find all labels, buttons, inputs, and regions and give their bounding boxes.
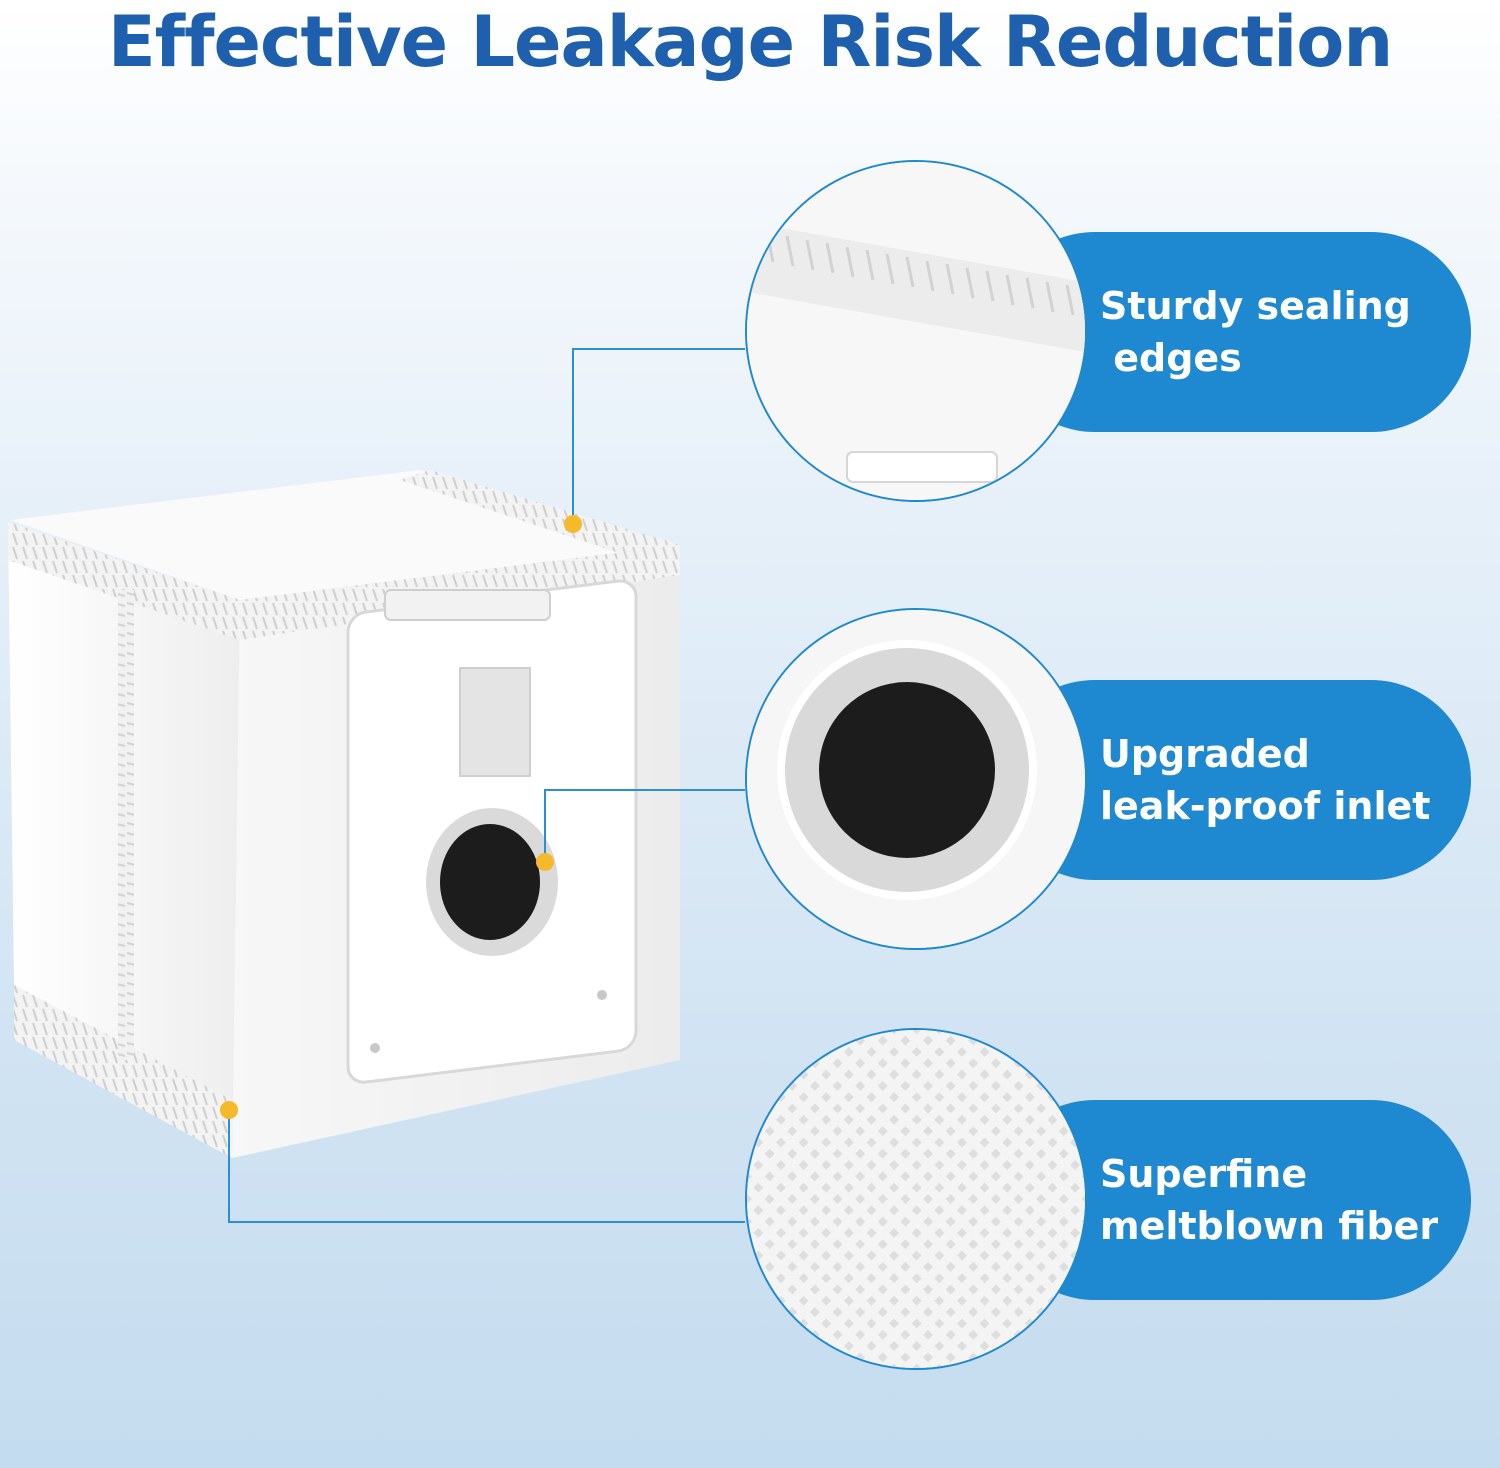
feature-label-line2: meltblown fiber — [1100, 1204, 1439, 1248]
feature-label-line2: edges — [1100, 336, 1242, 380]
feature-label-line1: Sturdy sealing — [1100, 284, 1411, 328]
marker-dot — [220, 1101, 238, 1119]
feature-pill-fiber: Superfine meltblown fiber — [995, 1100, 1471, 1300]
inlet-closeup-icon — [745, 608, 1087, 950]
callout-connectors — [220, 348, 745, 1223]
marker-dot — [536, 853, 554, 871]
feature-label-line1: Superfine — [1100, 1152, 1308, 1196]
page-title: Effective Leakage Risk Reduction — [107, 1, 1393, 83]
marker-dot — [564, 515, 582, 533]
fiber-texture-closeup-icon — [745, 1028, 1087, 1370]
feature-pill-inlet: Upgraded leak-proof inlet — [995, 680, 1471, 880]
feature-label-line1: Upgraded — [1100, 732, 1310, 776]
feature-label-line2: leak-proof inlet — [1100, 784, 1431, 828]
sealing-edge-closeup-icon — [745, 160, 1087, 502]
dust-bag-illustration — [8, 470, 680, 1158]
